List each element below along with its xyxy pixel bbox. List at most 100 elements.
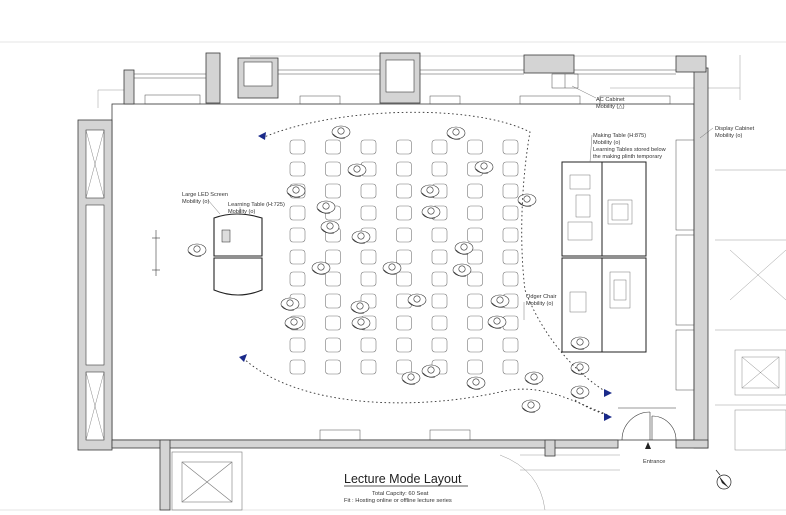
leader-lines [207,85,714,320]
seat [325,337,341,353]
seat [360,205,377,221]
svg-text:the making plinth temporary: the making plinth temporary [593,154,662,160]
seat [289,205,306,221]
svg-text:Learning Tables stored below: Learning Tables stored below [593,147,667,153]
seat [289,337,306,353]
person-figure [474,160,494,174]
person-figure [280,297,300,311]
annotation-odger-chair: Odger Chair Mobility (o) [526,294,557,307]
seat [289,161,306,177]
person-figure [466,376,486,390]
seat [396,249,412,265]
seat [396,139,412,155]
person-figure [407,293,427,307]
person-figure [284,316,304,330]
person-figure [452,263,472,277]
seat [431,337,448,353]
annotation-led-screen: Large LED Screen Mobility (o) [182,192,228,205]
person-figure [401,371,421,385]
seat [396,161,412,177]
seat [502,139,519,155]
arrow-up-icon [645,442,651,449]
person-figure [331,125,351,139]
seat [325,293,341,309]
display-cabinets [319,139,695,441]
seat [289,249,306,265]
person-figure [570,385,590,399]
svg-text:Mobility (o): Mobility (o) [182,199,209,205]
seat [396,227,412,243]
arrowhead-icon [604,389,612,397]
seat [325,359,341,375]
person-figure [382,261,402,275]
north-arrow-icon [715,469,732,490]
person-figure [350,300,370,314]
seat [325,183,341,199]
svg-text:AC Cabinet: AC Cabinet [596,97,625,103]
seat [467,271,483,287]
elevator-core [171,451,243,511]
seat [502,359,519,375]
seat [502,337,519,353]
seat [431,139,448,155]
seat [467,315,483,331]
seat [325,161,341,177]
person-figure [570,336,590,350]
seat [396,271,412,287]
seat [502,183,519,199]
arrowhead-icon [239,354,247,362]
top-windows [134,69,676,105]
seat [502,205,519,221]
person-figure [347,163,367,177]
arrowhead-icon [258,132,266,140]
seat [431,161,448,177]
seat [467,337,483,353]
seat [360,359,377,375]
svg-text:Making Table (H:875): Making Table (H:875) [593,133,646,139]
seat [467,249,483,265]
seat [431,293,448,309]
person-figure [187,243,207,257]
seat [360,183,377,199]
person-figure [454,241,474,255]
seat [396,337,412,353]
drawing-subtitle-2: Fit : Hosting online or offline lecture … [344,498,452,504]
drawing-subtitle-1: Total Capcity: 60 Seat [372,491,429,497]
seat [431,271,448,287]
arrowhead-icon [604,413,612,421]
seat [502,161,519,177]
context-lines [97,55,786,511]
person-figure [421,364,441,378]
annotation-making-table: Making Table (H:875) Mobility (o) Learni… [593,133,667,160]
person-figure [524,371,544,385]
person-figure [490,294,510,308]
seat [396,315,412,331]
seat [431,315,448,331]
svg-text:Odger Chair: Odger Chair [526,294,557,300]
service-core [734,349,786,451]
seat [467,227,483,243]
seat [360,271,377,287]
svg-text:Mobility (o): Mobility (o) [526,301,553,307]
person-figure [487,315,507,329]
entrance-label: Entrance [643,459,665,465]
svg-text:Display Cabinet: Display Cabinet [715,126,755,132]
seat [325,249,341,265]
annotation-ac-cabinet: AC Cabinet Mobility (△) [596,97,625,110]
person-figure [420,184,440,198]
person-figure [446,126,466,140]
seat [360,249,377,265]
led-screen [152,230,160,276]
svg-text:Large LED Screen: Large LED Screen [182,192,228,198]
annotation-learning-table: Learning Table (H:725) Mobility (o) [228,202,285,215]
seat [396,183,412,199]
seat [325,271,341,287]
seat [360,337,377,353]
path-arrowheads [239,132,612,421]
drawing-title: Lecture Mode Layout [344,472,462,486]
seat [396,205,412,221]
seat [467,293,483,309]
seat [502,227,519,243]
